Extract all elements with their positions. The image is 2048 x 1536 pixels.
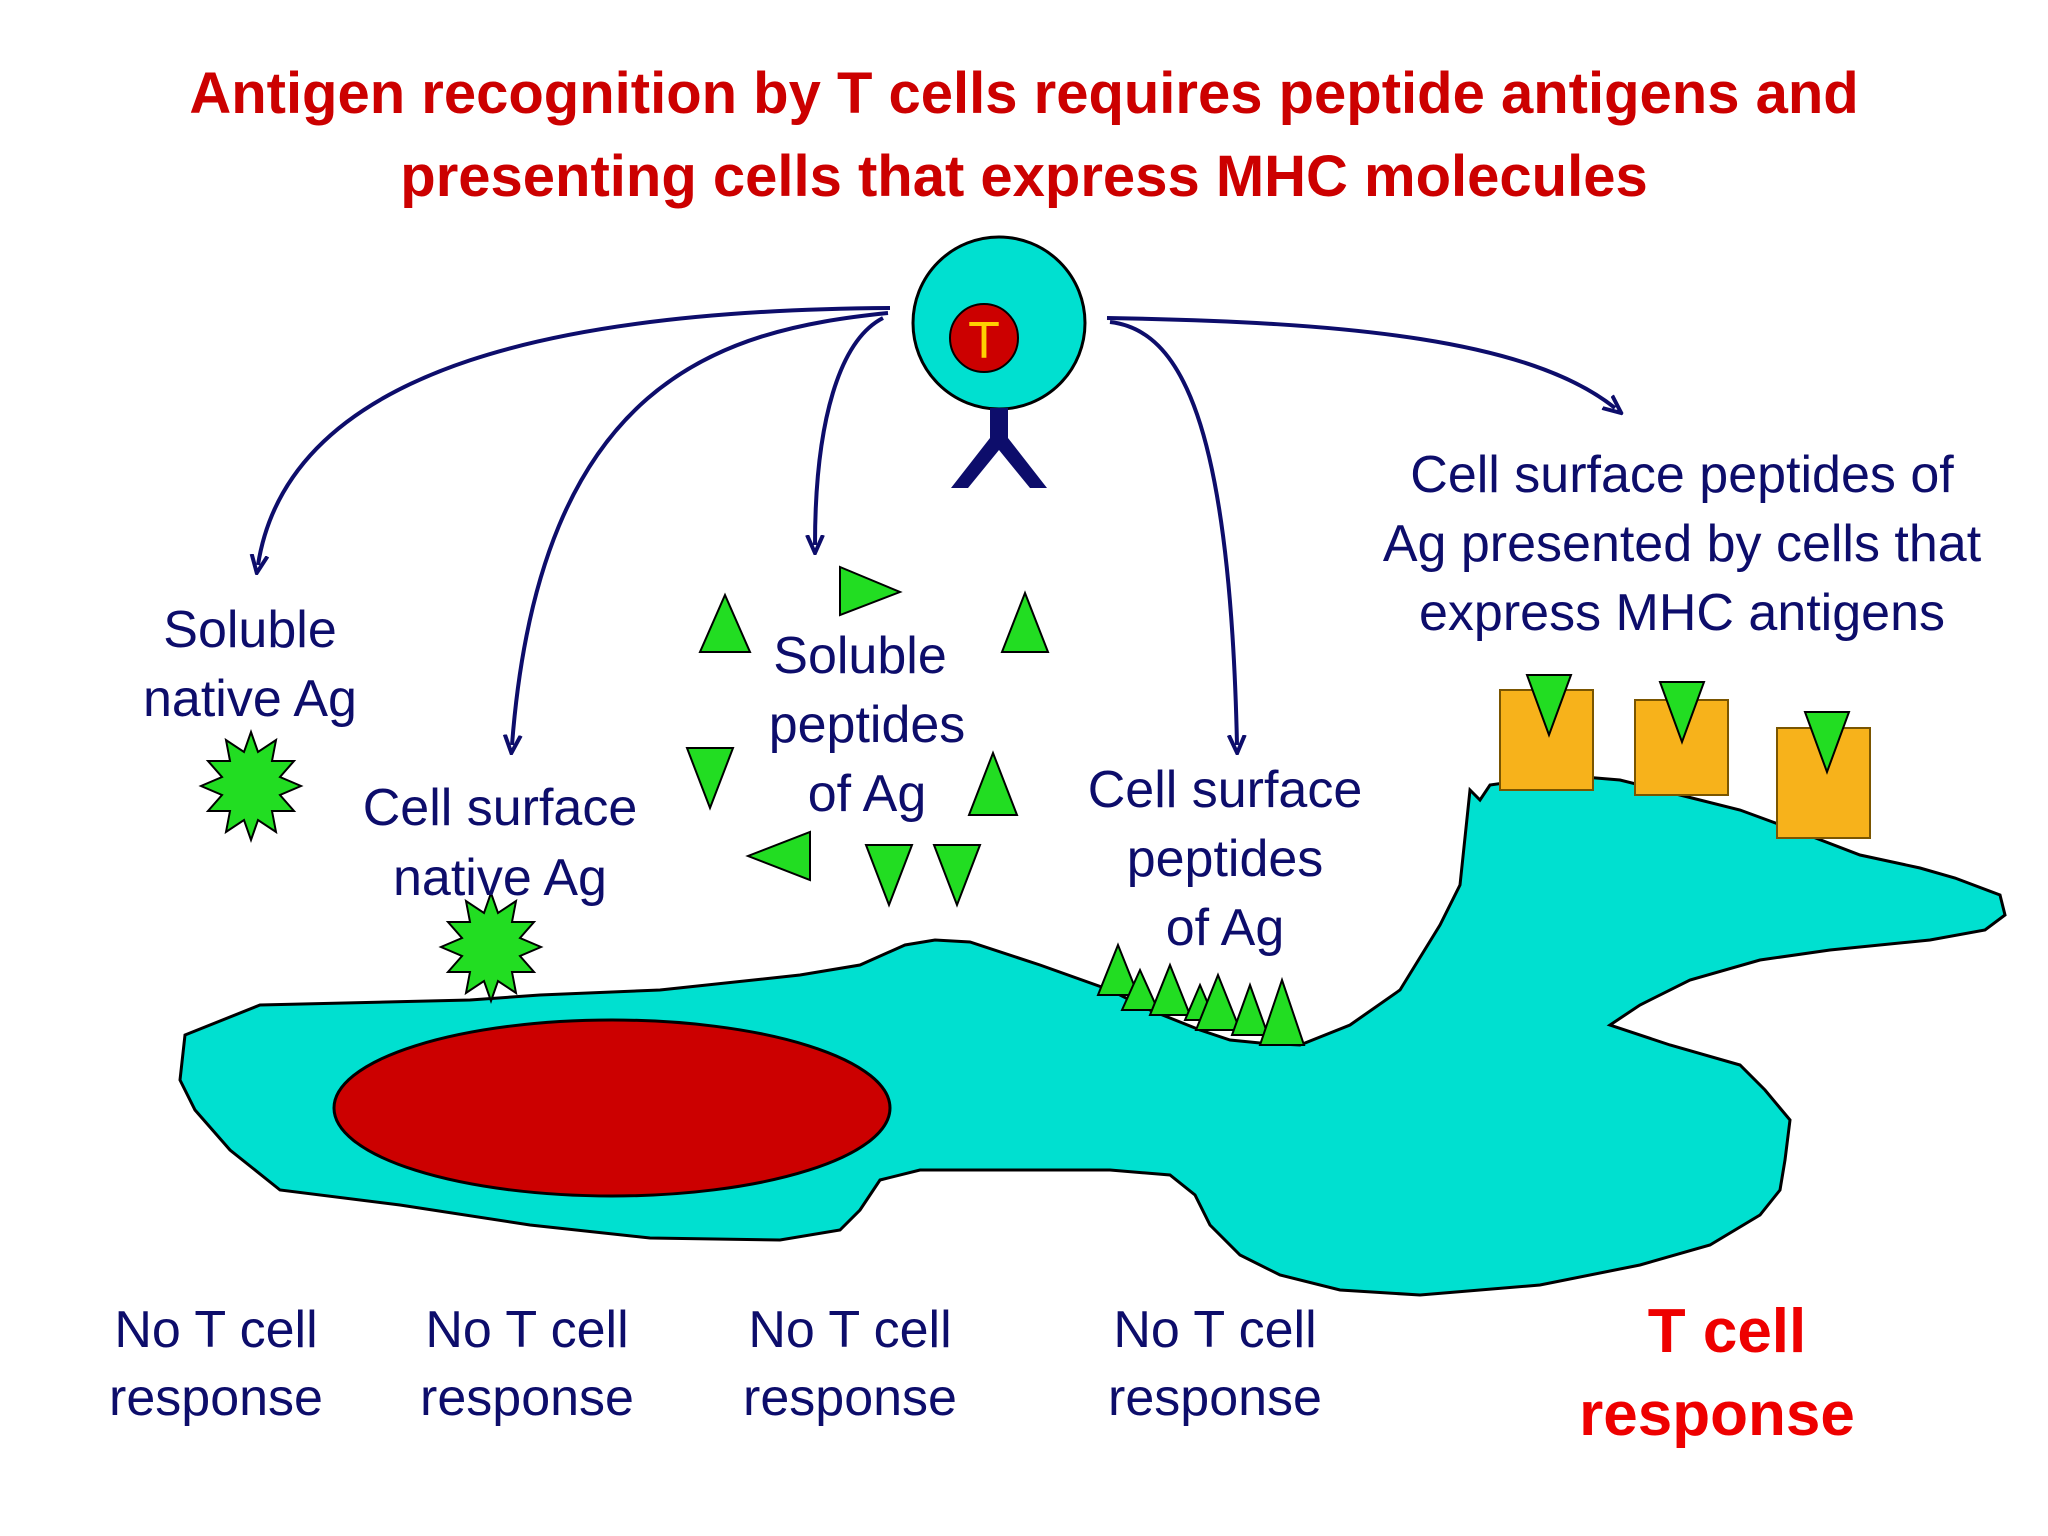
soluble-peptide bbox=[745, 830, 811, 882]
response-mhc-presented-peptides: T cell response bbox=[1579, 1297, 1855, 1449]
arrow-to-soluble-native-ag bbox=[258, 306, 891, 565]
response-line: No T cell bbox=[748, 1301, 951, 1359]
cell-surface-native-antigen bbox=[438, 889, 544, 1005]
label-soluble-peptides: Soluble peptides of Ag bbox=[769, 627, 966, 823]
label-cell-surface-peptides: Cell surface peptides of Ag bbox=[1088, 761, 1363, 957]
t-cell-receptor bbox=[951, 408, 1047, 488]
soluble-peptide bbox=[698, 592, 752, 653]
response-line: response bbox=[1579, 1380, 1855, 1449]
label-line: Ag presented by cells that bbox=[1383, 515, 1982, 573]
t-cell-nucleus bbox=[949, 303, 1019, 373]
diagram-title-line-1: Antigen recognition by T cells requires … bbox=[189, 61, 1858, 126]
label-line: native Ag bbox=[393, 849, 607, 907]
soluble-peptide bbox=[967, 750, 1019, 816]
nucleus bbox=[332, 1018, 892, 1198]
t-cell-label: T bbox=[968, 312, 1000, 370]
label-line: express MHC antigens bbox=[1419, 584, 1945, 642]
soluble-native-antigen bbox=[198, 728, 304, 844]
label-cell-surface-native-ag: Cell surface native Ag bbox=[363, 779, 638, 907]
response-soluble-native-ag: No T cell response bbox=[109, 1301, 323, 1427]
label-line: Cell surface bbox=[1088, 761, 1363, 819]
label-line: peptides bbox=[1127, 830, 1324, 888]
recognition-arrows bbox=[258, 306, 1615, 745]
mhc-molecule-2 bbox=[1634, 681, 1729, 796]
label-line: Cell surface bbox=[363, 779, 638, 837]
label-line: Soluble bbox=[773, 627, 946, 685]
mhc-molecule-1 bbox=[1499, 674, 1594, 791]
label-mhc-presented-peptides: Cell surface peptides of Ag presented by… bbox=[1383, 446, 1982, 642]
response-line: T cell bbox=[1648, 1297, 1807, 1366]
soluble-peptides bbox=[685, 565, 1050, 908]
response-cell-surface-peptides: No T cell response bbox=[1108, 1301, 1322, 1427]
label-soluble-native-ag: Soluble native Ag bbox=[143, 601, 357, 728]
mhc-molecule-3 bbox=[1776, 711, 1871, 839]
diagram-title-line-2: presenting cells that express MHC molecu… bbox=[400, 144, 1647, 209]
response-line: No T cell bbox=[1113, 1301, 1316, 1359]
soluble-peptide bbox=[685, 747, 735, 811]
t-cell: T bbox=[911, 235, 1087, 488]
arrow-to-soluble-peptides bbox=[815, 316, 884, 545]
label-line: of Ag bbox=[808, 765, 927, 823]
soluble-peptide bbox=[1000, 590, 1050, 653]
cell-surface-peptide-cluster bbox=[1096, 942, 1306, 1046]
response-line: response bbox=[1108, 1369, 1322, 1427]
response-soluble-peptides: No T cell response bbox=[743, 1301, 957, 1427]
arrow-to-mhc-presented-peptides bbox=[1106, 316, 1615, 408]
arrow-to-cell-surface-peptides bbox=[1109, 320, 1237, 745]
label-line: Cell surface peptides of bbox=[1410, 446, 1954, 504]
mhc-bound-peptide-1 bbox=[1525, 674, 1573, 738]
response-line: response bbox=[420, 1369, 634, 1427]
mhc-bound-peptide-2 bbox=[1658, 681, 1706, 745]
response-line: No T cell bbox=[114, 1301, 317, 1359]
soluble-peptide bbox=[864, 844, 914, 908]
label-line: of Ag bbox=[1166, 899, 1285, 957]
arrow-to-cell-surface-native-ag bbox=[512, 311, 889, 745]
label-line: native Ag bbox=[143, 670, 357, 728]
soluble-peptide bbox=[839, 565, 903, 617]
soluble-peptide bbox=[932, 844, 982, 908]
response-line: No T cell bbox=[425, 1301, 628, 1359]
response-cell-surface-native-ag: No T cell response bbox=[420, 1301, 634, 1427]
label-line: Soluble bbox=[163, 601, 336, 659]
response-line: response bbox=[743, 1369, 957, 1427]
mhc-bound-peptide-3 bbox=[1803, 711, 1851, 775]
label-line: peptides bbox=[769, 696, 966, 754]
response-line: response bbox=[109, 1369, 323, 1427]
